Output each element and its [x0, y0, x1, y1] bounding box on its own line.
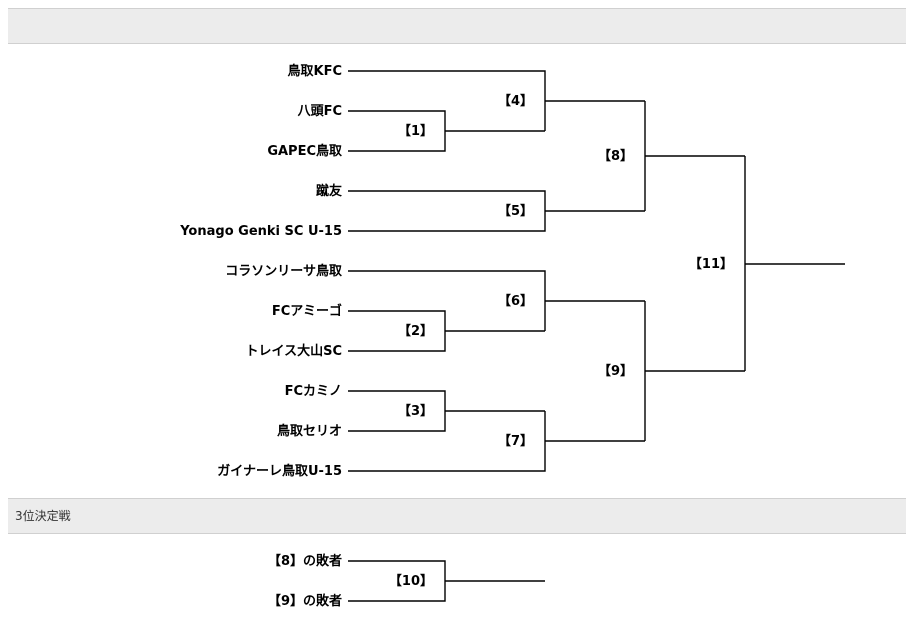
match-6-bracket: [348, 270, 546, 331]
header-bar: [8, 8, 906, 44]
team-8: トレイス大山SC: [245, 343, 342, 359]
team-10: 鳥取セリオ: [277, 423, 342, 439]
match-label-5: 【5】: [498, 203, 533, 219]
team-2: 八頭FC: [297, 104, 342, 119]
third-place-header-bar: 3位決定戦: [8, 498, 906, 534]
match-label-2: 【2】: [398, 323, 433, 339]
match-label-7: 【7】: [498, 433, 533, 449]
match-label-4: 【4】: [498, 93, 533, 109]
match-label-6: 【6】: [498, 293, 533, 309]
bracket-lines: [348, 70, 845, 602]
match-7-bracket: [348, 411, 546, 472]
match-label-10: 【10】: [389, 573, 433, 589]
team-3: GAPEC鳥取: [267, 143, 343, 159]
team-5: Yonago Genki SC U-15: [179, 224, 342, 239]
match-4-bracket: [348, 70, 546, 131]
third-place-entry-1: 【8】の敗者: [268, 553, 342, 569]
team-6: コラソンリーサ鳥取: [225, 263, 343, 279]
team-1: 鳥取KFC: [288, 63, 343, 79]
match-label-8: 【8】: [598, 148, 633, 164]
third-place-title: 3位決定戦: [15, 509, 71, 523]
match-label-9: 【9】: [598, 363, 633, 379]
match-label-3: 【3】: [398, 403, 433, 419]
team-9: FCカミノ: [285, 384, 342, 399]
team-4: 蹴友: [316, 183, 342, 199]
match-label-1: 【1】: [398, 123, 433, 139]
team-11: ガイナーレ鳥取U-15: [217, 463, 342, 479]
third-place-entry-2: 【9】の敗者: [268, 593, 342, 609]
match-label-11: 【11】: [689, 256, 733, 272]
team-7: FCアミーゴ: [272, 303, 342, 319]
